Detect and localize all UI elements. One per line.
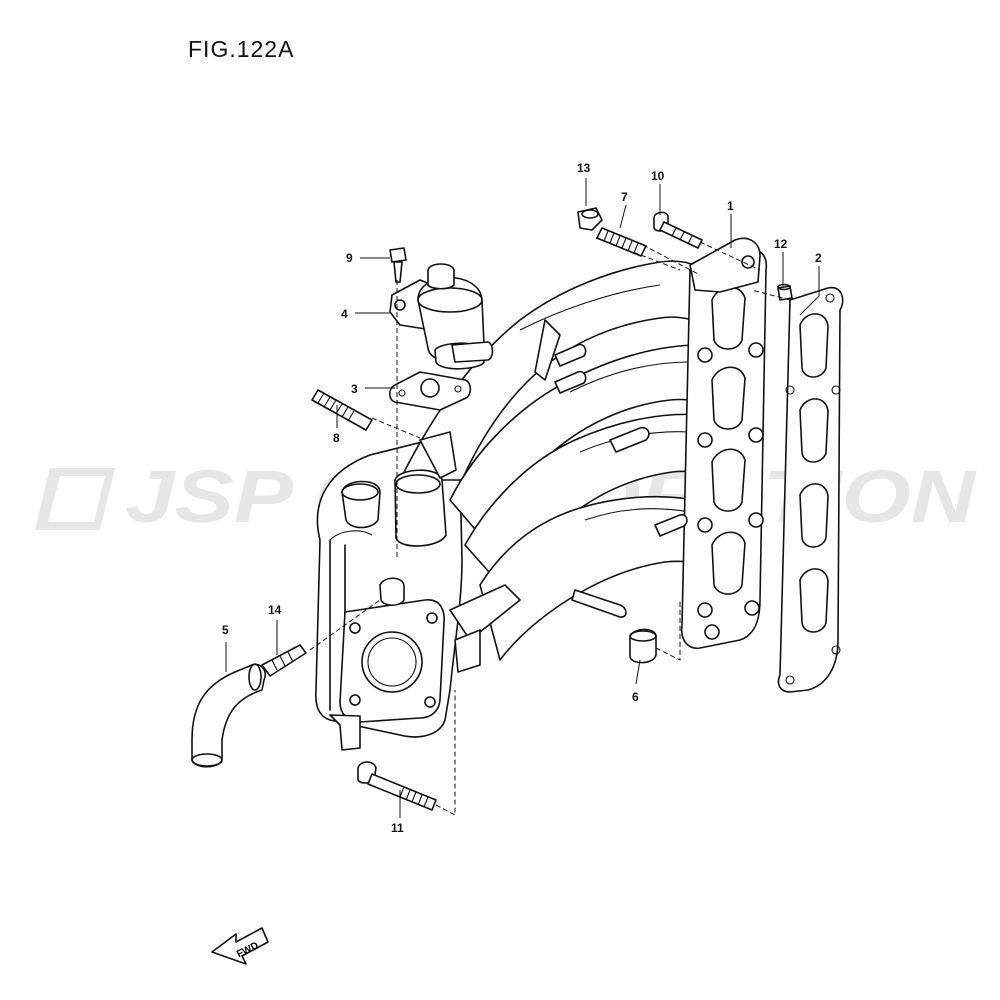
stud-bolt-left bbox=[311, 389, 373, 431]
leader-lines bbox=[225, 178, 820, 818]
callout-8: 8 bbox=[333, 431, 340, 445]
idle-air-control-valve bbox=[389, 263, 494, 370]
dowel-pin bbox=[777, 283, 793, 301]
manifold-gasket bbox=[777, 286, 844, 693]
fwd-direction-arrow: FWD bbox=[211, 927, 269, 965]
coolant-hose bbox=[191, 663, 267, 768]
long-bolt bbox=[357, 761, 437, 811]
stud-bolt bbox=[596, 227, 647, 257]
nut bbox=[577, 207, 603, 231]
callout-7: 7 bbox=[621, 190, 628, 204]
callout-10: 10 bbox=[651, 169, 665, 183]
iac-valve-gasket bbox=[388, 371, 472, 411]
bushing bbox=[629, 628, 657, 664]
intake-manifold bbox=[315, 237, 768, 751]
callout-2: 2 bbox=[815, 251, 822, 265]
callout-labels: 1 2 3 4 5 6 7 8 9 10 11 12 13 14 bbox=[222, 161, 822, 835]
callout-3: 3 bbox=[351, 382, 358, 396]
watermark-logo-icon bbox=[35, 468, 115, 530]
callout-9: 9 bbox=[346, 251, 353, 265]
callout-1: 1 bbox=[727, 199, 734, 213]
figure-title: FIG.122A bbox=[188, 36, 295, 62]
callout-13: 13 bbox=[577, 161, 591, 175]
callout-14: 14 bbox=[268, 603, 282, 617]
callout-12: 12 bbox=[774, 237, 788, 251]
callout-5: 5 bbox=[222, 623, 229, 637]
callout-11: 11 bbox=[391, 821, 404, 835]
flange-bolt bbox=[653, 211, 703, 249]
bolt-small bbox=[389, 247, 407, 283]
callout-4: 4 bbox=[341, 307, 348, 321]
callout-6: 6 bbox=[632, 690, 639, 704]
hose-clamp bbox=[261, 644, 307, 677]
